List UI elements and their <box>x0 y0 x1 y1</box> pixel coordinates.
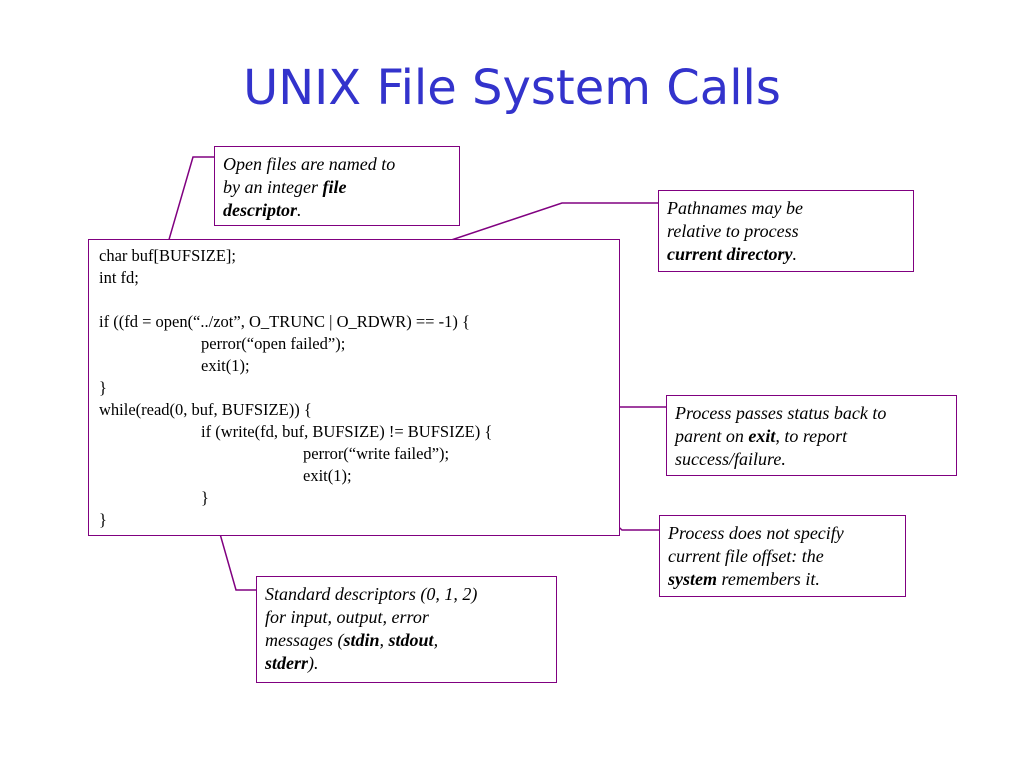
code-line: int fd; <box>99 268 139 287</box>
callout-std-descriptors: Standard descriptors (0, 1, 2) for input… <box>256 576 557 683</box>
callout-exit-status: Process passes status back to parent on … <box>666 395 957 476</box>
code-line: if (write(fd, buf, BUFSIZE) != BUFSIZE) … <box>201 422 493 441</box>
callout-file-offset: Process does not specify current file of… <box>659 515 906 597</box>
code-line: } <box>201 488 209 507</box>
callout-text: Pathnames may be relative to process <box>667 198 803 241</box>
code-line: } <box>99 378 107 397</box>
callout-text: Process does not specify current file of… <box>668 523 844 566</box>
code-line: while(read(0, buf, BUFSIZE)) { <box>99 400 312 419</box>
callout-pathnames: Pathnames may be relative to process cur… <box>658 190 914 272</box>
callout-text: . <box>792 244 798 264</box>
callout-text: ). <box>308 653 319 673</box>
callout-text: , to report success/failure. <box>675 426 848 469</box>
callout-text: Open files are named to by an integer <box>223 154 396 197</box>
callout-bold-term: stderr <box>265 653 309 673</box>
callout-file-descriptor: Open files are named to by an integer fi… <box>214 146 460 226</box>
callout-text: Standard descriptors (0, 1, 2) for input… <box>265 584 478 650</box>
code-line: } <box>99 510 107 529</box>
callout-bold-term: current directory <box>667 244 793 264</box>
code-line: char buf[BUFSIZE]; <box>99 246 237 265</box>
code-line: perror(“write failed”); <box>303 444 450 463</box>
code-line: if ((fd = open(“../zot”, O_TRUNC | O_RDW… <box>99 312 470 331</box>
callout-bold-term: system <box>668 569 717 589</box>
callout-text: . <box>297 200 302 220</box>
callout-text: , <box>379 630 389 650</box>
callout-text: remembers it. <box>717 569 820 589</box>
code-listing: char buf[BUFSIZE]; int fd; if ((fd = ope… <box>88 239 620 536</box>
callout-bold-term: file descriptor <box>223 177 347 220</box>
callout-bold-term: exit <box>748 426 776 446</box>
code-line: exit(1); <box>303 466 352 485</box>
code-line: perror(“open failed”); <box>201 334 346 353</box>
slide-title: UNIX File System Calls <box>243 60 781 116</box>
code-line: exit(1); <box>201 356 250 375</box>
callout-text: , <box>433 630 439 650</box>
callout-text: Process passes status back to parent on <box>675 403 887 446</box>
callout-bold-term: stdout <box>388 630 434 650</box>
callout-bold-term: stdin <box>343 630 380 650</box>
